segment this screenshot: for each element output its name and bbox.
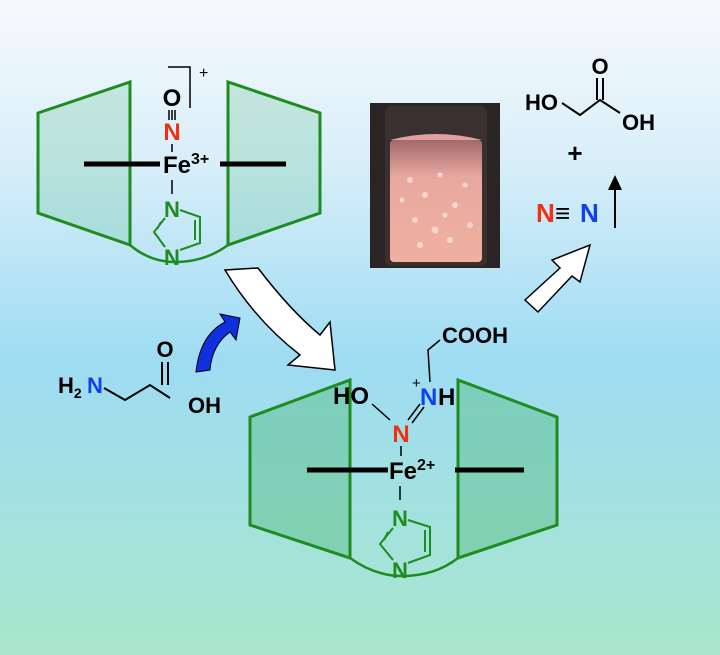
glycolic-acid: HO O OH bbox=[525, 54, 655, 135]
charge-bracket bbox=[168, 66, 191, 108]
nitrogen-red: N bbox=[392, 421, 409, 448]
iron-atom: Fe3+ bbox=[163, 151, 209, 179]
glycine-nitrogen: N bbox=[87, 373, 103, 398]
cage-bottom-curve bbox=[129, 243, 229, 264]
imidazole-ring: N N bbox=[152, 197, 201, 270]
top-heme-complex: O N + Fe3+ N N bbox=[36, 65, 322, 270]
glycolic-oh: OH bbox=[622, 110, 655, 135]
bottom-heme-complex: HO N + N H COOH Fe2+ N N bbox=[248, 323, 559, 583]
svg-text:N: N bbox=[392, 506, 408, 531]
glycolic-ho: HO bbox=[525, 90, 558, 115]
gas-evolution-arrow bbox=[608, 175, 622, 190]
svg-text:OH: OH bbox=[188, 393, 221, 418]
complex-charge: + bbox=[199, 65, 208, 82]
svg-text:N: N bbox=[536, 198, 555, 228]
iron-atom: Fe2+ bbox=[389, 457, 435, 485]
glycine-addition-arrow bbox=[195, 313, 241, 373]
cage-bottom-curve bbox=[349, 556, 459, 578]
svg-text:N: N bbox=[164, 245, 180, 270]
glycolic-o: O bbox=[591, 54, 608, 79]
svg-text:O: O bbox=[156, 337, 173, 362]
nitrosyl-nitrogen: N bbox=[163, 119, 180, 146]
svg-text:N: N bbox=[164, 197, 180, 222]
svg-text:H2: H2 bbox=[58, 373, 82, 401]
svg-text:N: N bbox=[580, 198, 599, 228]
imidazole-ring: N N bbox=[378, 506, 431, 583]
svg-text:H: H bbox=[438, 384, 455, 411]
nitrogen-blue: N bbox=[420, 384, 437, 411]
carboxyl-label: COOH bbox=[442, 323, 508, 348]
products-plus: + bbox=[567, 138, 582, 168]
ammonium-charge: + bbox=[412, 375, 421, 392]
svg-text:N: N bbox=[392, 558, 408, 583]
hydroxyl-label: HO bbox=[333, 383, 369, 410]
dinitrogen: N ≡ N bbox=[536, 175, 622, 228]
svg-text:≡: ≡ bbox=[555, 198, 570, 228]
reaction-arrow-products bbox=[523, 243, 592, 314]
vial-photo bbox=[370, 103, 500, 268]
glycine: H2 N O OH bbox=[58, 337, 221, 418]
nitrosyl-oxygen: O bbox=[163, 85, 182, 112]
reaction-arrow-main bbox=[223, 267, 336, 371]
